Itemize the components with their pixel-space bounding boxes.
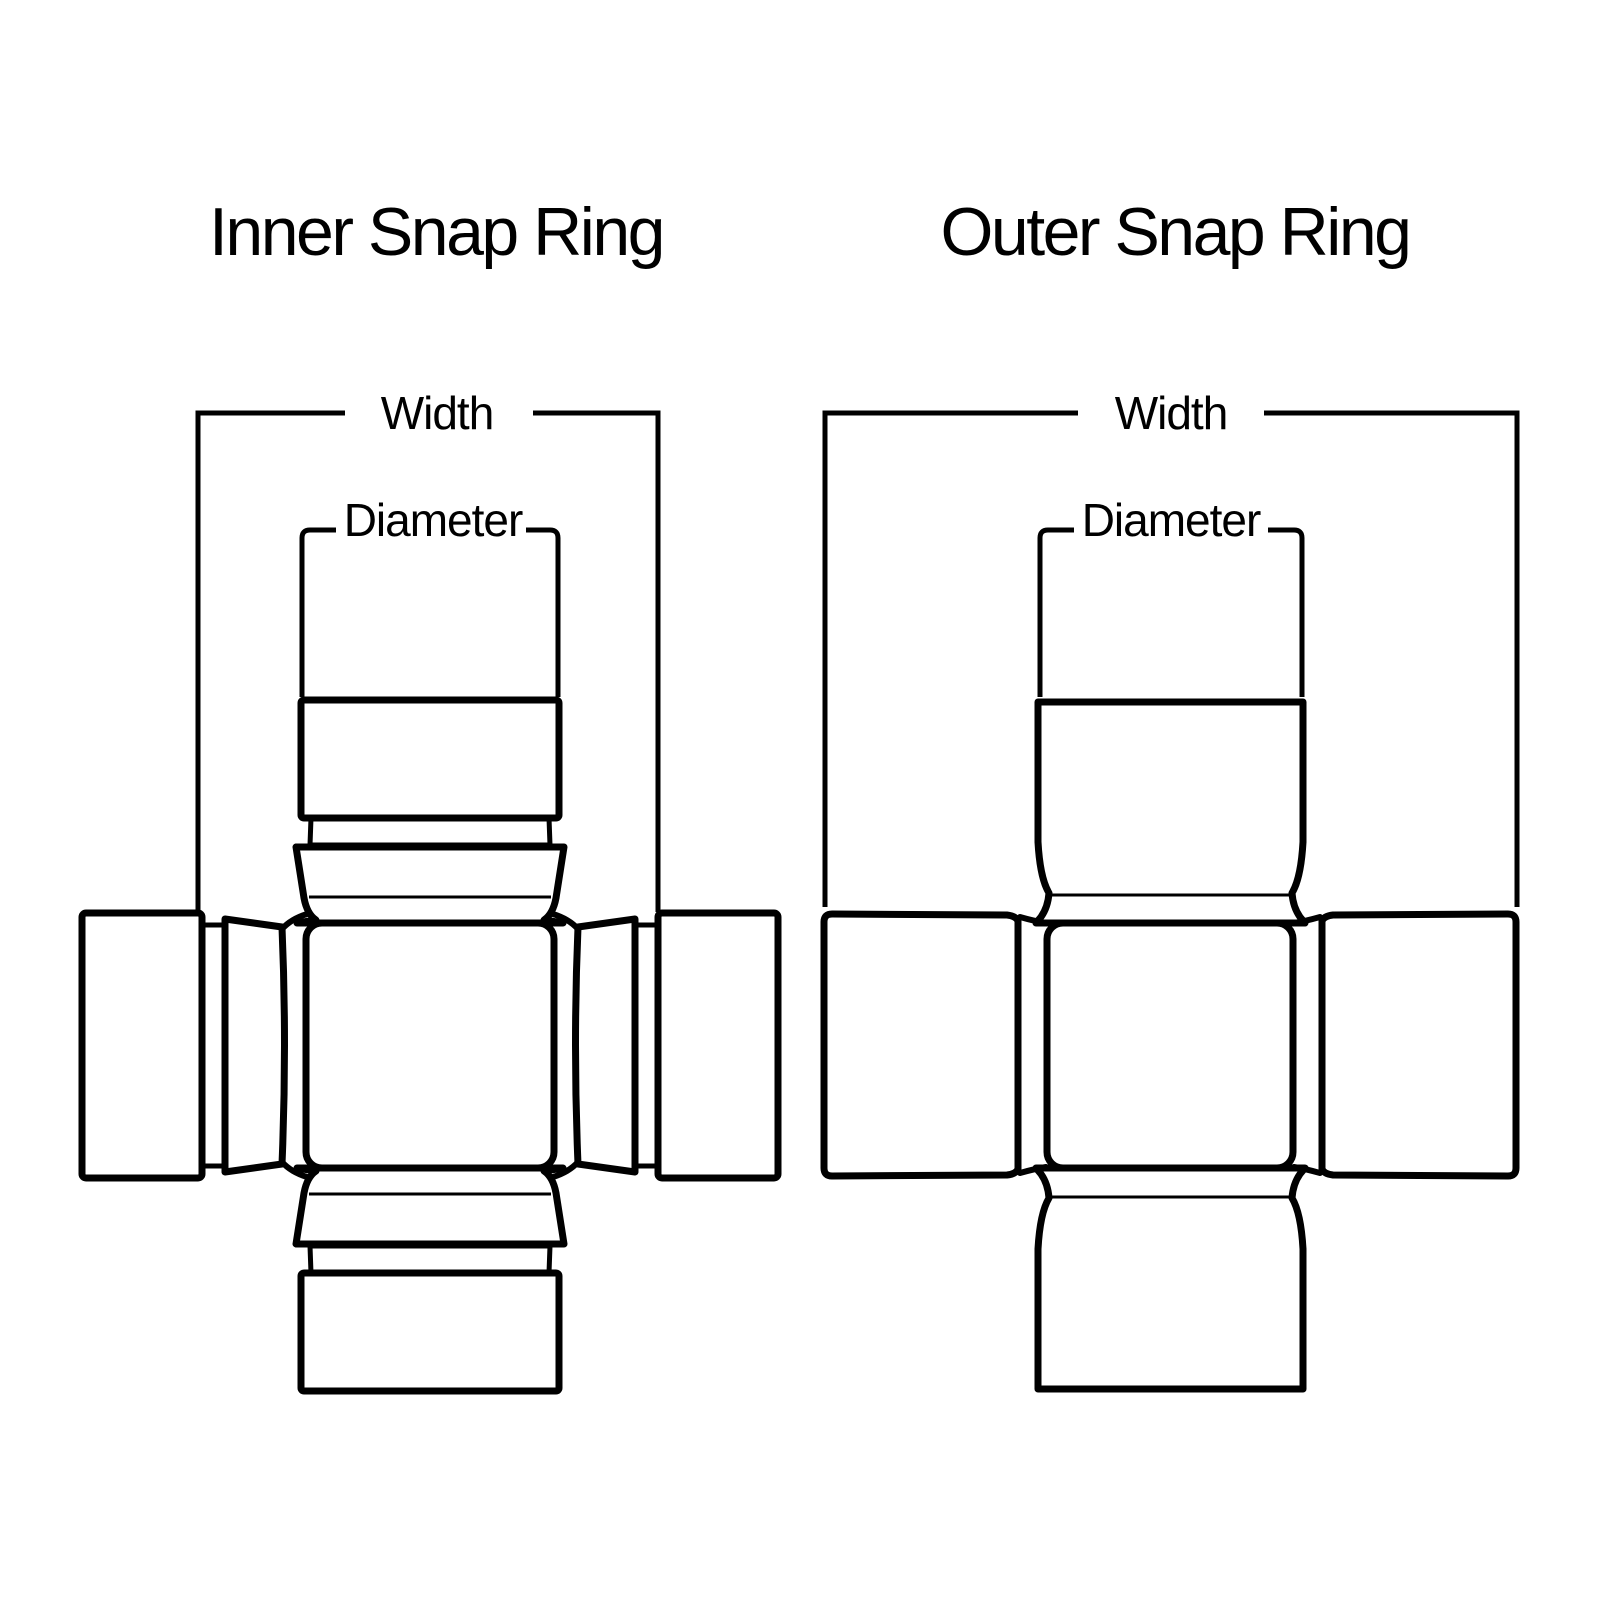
inner-left-top-fillet bbox=[279, 911, 310, 932]
inner-diameter-bracket bbox=[299, 527, 561, 697]
inner-left-snap-ring-groove bbox=[202, 922, 225, 1169]
outer-right-bottom-fillet bbox=[1291, 1164, 1323, 1176]
outer-top-bearing-cap bbox=[1032, 698, 1309, 927]
inner-left-bottom-fillet bbox=[279, 1159, 310, 1180]
inner-width-bracket bbox=[195, 410, 661, 912]
outer-bottom-bearing-cap bbox=[1032, 1164, 1309, 1393]
inner-cross-body bbox=[302, 919, 558, 1172]
inner-bottom-bearing-rim bbox=[292, 1164, 568, 1248]
inner-bottom-bearing-cap bbox=[297, 1269, 563, 1395]
outer-right-top-fillet bbox=[1291, 914, 1323, 926]
inner-left-bearing-cap bbox=[78, 909, 206, 1182]
outer-width-label: Width bbox=[1115, 387, 1228, 439]
inner-right-bearing-cap bbox=[654, 909, 782, 1182]
inner-right-top-fillet bbox=[550, 911, 581, 932]
outer-right-bearing-cap bbox=[1318, 910, 1520, 1180]
outer-diameter-bracket bbox=[1037, 527, 1305, 697]
outer-left-bearing-cap bbox=[820, 910, 1022, 1180]
inner-top-bearing-cap bbox=[297, 696, 563, 822]
outer-left-top-fillet bbox=[1017, 914, 1049, 926]
outer-diameter-label: Diameter bbox=[1082, 494, 1261, 546]
inner-right-snap-ring-groove bbox=[635, 922, 658, 1169]
inner-top-bearing-rim bbox=[292, 843, 568, 927]
inner-width-label: Width bbox=[381, 387, 494, 439]
diagram-inner-snap-ring: Inner Snap Ring Width Diameter bbox=[78, 194, 782, 1395]
outer-width-bracket bbox=[822, 410, 1520, 907]
outer-panel-title: Outer Snap Ring bbox=[940, 194, 1409, 270]
inner-bottom-snap-ring-groove bbox=[307, 1245, 553, 1274]
inner-panel-title: Inner Snap Ring bbox=[209, 194, 663, 270]
outer-left-bottom-fillet bbox=[1017, 1164, 1049, 1176]
diagram-outer-snap-ring: Outer Snap Ring Width Diameter bbox=[820, 194, 1520, 1393]
inner-top-snap-ring-groove bbox=[307, 817, 553, 846]
inner-left-bearing-rim bbox=[221, 915, 288, 1176]
inner-right-bearing-rim bbox=[572, 915, 639, 1176]
inner-diameter-label: Diameter bbox=[344, 494, 523, 546]
inner-right-bottom-fillet bbox=[550, 1159, 581, 1180]
outer-cross-body bbox=[1043, 919, 1297, 1172]
